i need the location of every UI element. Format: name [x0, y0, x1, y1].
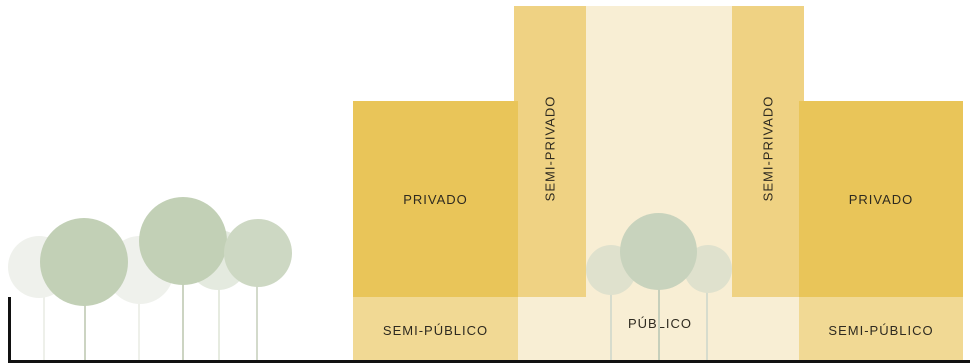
tree-trunk: [218, 260, 220, 363]
semi-privado-left-label: SEMI-PRIVADO: [542, 95, 558, 202]
privado-left-label: PRIVADO: [403, 191, 468, 207]
tree-trunk: [658, 260, 660, 363]
semi-publico-left-zone: SEMI-PÚBLICO: [353, 297, 518, 363]
tree-trunk: [138, 270, 140, 363]
tree-canopy: [40, 218, 128, 306]
tree-trunk: [84, 260, 86, 363]
semi-publico-right-zone: SEMI-PÚBLICO: [799, 297, 963, 363]
semi-publico-right-label: SEMI-PÚBLICO: [828, 322, 934, 338]
privado-left-zone: PRIVADO: [353, 101, 518, 297]
privado-right-zone: PRIVADO: [799, 101, 963, 297]
semi-privado-right-label: SEMI-PRIVADO: [760, 95, 776, 202]
tree-trunk: [43, 265, 45, 363]
privado-right-label: PRIVADO: [848, 191, 914, 207]
ground-line: [8, 360, 970, 363]
publico-label: PÚBLICO: [610, 316, 710, 331]
semi-privado-left-zone: [514, 6, 586, 297]
tree-canopy: [620, 213, 697, 290]
tree-trunk: [182, 255, 184, 363]
tree-trunk: [706, 270, 708, 363]
ground-edge: [8, 297, 11, 363]
semi-privado-right-zone: [732, 6, 804, 297]
semi-publico-left-label: SEMI-PÚBLICO: [382, 322, 489, 338]
tree-trunk: [610, 270, 612, 363]
tree-trunk: [256, 255, 258, 363]
tree-canopy: [224, 219, 292, 287]
tree-canopy: [139, 197, 227, 285]
